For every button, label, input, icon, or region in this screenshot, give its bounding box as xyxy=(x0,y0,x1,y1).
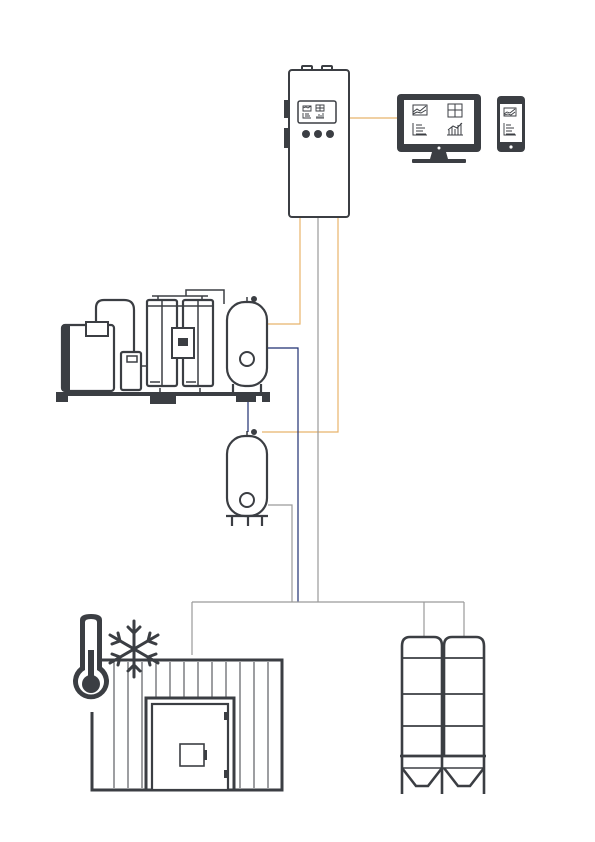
connection-lines xyxy=(191,117,465,655)
thermometer-icon xyxy=(73,614,110,700)
utility-line-tank-bus xyxy=(268,504,293,602)
cold-storage-room-icon[interactable] xyxy=(90,658,284,792)
gas-generator-skid-icon[interactable] xyxy=(56,289,270,404)
smartphone-icon[interactable] xyxy=(497,96,525,152)
monitor-dashboard-icon[interactable] xyxy=(397,94,481,163)
control-cabinet-icon[interactable] xyxy=(284,65,350,218)
snowflake-icon xyxy=(108,619,160,679)
storage-silos-icon[interactable] xyxy=(400,635,486,794)
signal-line-controller-tank xyxy=(262,218,339,433)
signal-line-controller-skid xyxy=(268,218,301,325)
gas-line-skid-bus xyxy=(268,347,299,602)
pressure-tank-icon[interactable] xyxy=(225,429,269,526)
